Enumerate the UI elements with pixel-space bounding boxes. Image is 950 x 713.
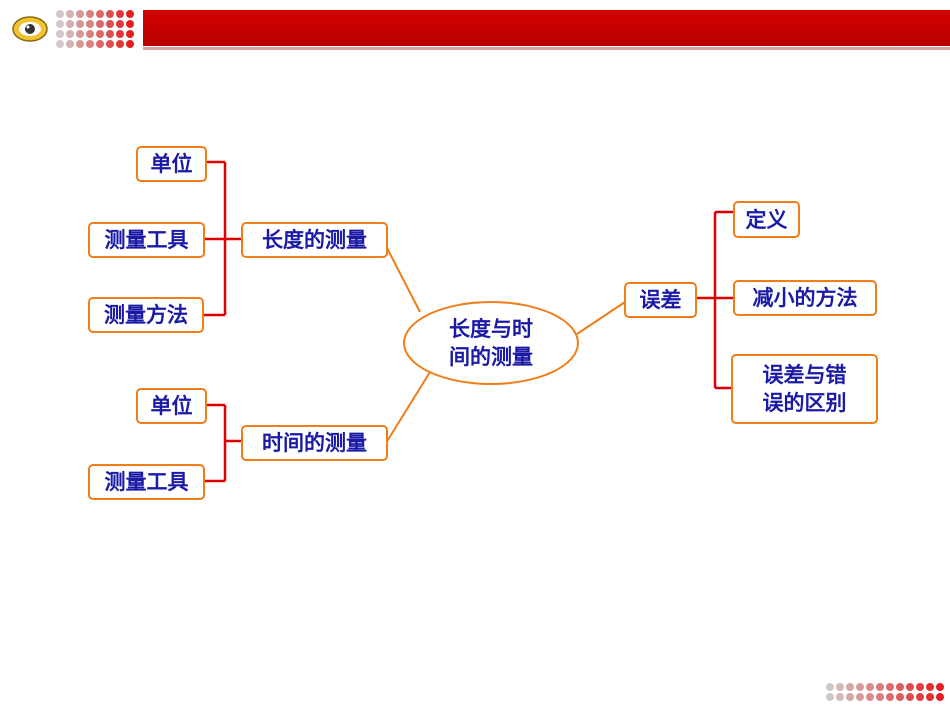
- decorative-dot: [826, 683, 834, 691]
- decorative-dot: [856, 683, 864, 691]
- time-bracket: [205, 403, 241, 483]
- center-topic-node: 长度与时间的测量: [403, 301, 579, 385]
- decorative-dot: [886, 693, 894, 701]
- decorative-dot: [96, 40, 104, 48]
- decorative-dot: [126, 30, 134, 38]
- leaf-node-error-reduce: 减小的方法: [733, 280, 877, 316]
- decorative-dot: [76, 40, 84, 48]
- leaf-label: 定义: [745, 207, 788, 232]
- decorative-dot: [106, 10, 114, 18]
- header-bar: [143, 10, 950, 46]
- leaf-node-time-unit: 单位: [136, 388, 207, 424]
- leaf-label: 减小的方法: [752, 286, 858, 310]
- leaf-label: 误差与错误的区别: [762, 363, 847, 415]
- decorative-dot: [856, 693, 864, 701]
- leaf-node-error-difference: 误差与错误的区别: [731, 354, 878, 424]
- leaf-label: 单位: [150, 152, 193, 176]
- header-underline: [143, 47, 950, 50]
- branch-label-time: 时间的测量: [262, 431, 367, 455]
- decorative-dot: [126, 10, 134, 18]
- decorative-dot: [56, 10, 64, 18]
- decorative-dot: [906, 693, 914, 701]
- leaf-node-length-method: 测量方法: [88, 297, 204, 333]
- leaf-node-length-unit: 单位: [136, 146, 207, 182]
- center-topic-label: 长度与时间的测量: [449, 317, 533, 369]
- decorative-dot: [66, 20, 74, 28]
- decorative-dot: [866, 683, 874, 691]
- decorative-dot: [56, 20, 64, 28]
- error-bracket: [697, 210, 733, 390]
- decorative-dot: [56, 30, 64, 38]
- decorative-dot: [926, 693, 934, 701]
- decorative-dot: [916, 693, 924, 701]
- branch-node-length: 长度的测量: [241, 222, 388, 258]
- decorative-dot: [86, 30, 94, 38]
- decorative-dot: [126, 20, 134, 28]
- decorative-dot: [846, 683, 854, 691]
- decorative-dot: [846, 693, 854, 701]
- decorative-dot: [116, 30, 124, 38]
- eye-emblem-icon: [12, 16, 48, 42]
- decorative-dot: [926, 683, 934, 691]
- decorative-dot: [896, 683, 904, 691]
- decorative-dot: [126, 40, 134, 48]
- branch-node-error: 误差: [624, 282, 697, 318]
- decorative-dot: [936, 693, 944, 701]
- branch-node-time: 时间的测量: [241, 425, 388, 461]
- leaf-node-length-tool: 测量工具: [88, 222, 205, 258]
- decorative-dot: [106, 30, 114, 38]
- decorative-dot: [886, 683, 894, 691]
- decorative-dot: [116, 10, 124, 18]
- decorative-dot: [876, 693, 884, 701]
- decorative-dot: [96, 10, 104, 18]
- decorative-dot: [906, 683, 914, 691]
- leaf-label: 测量方法: [104, 303, 188, 327]
- leaf-label: 单位: [150, 394, 193, 418]
- decorative-dot: [876, 683, 884, 691]
- decorative-dot: [916, 683, 924, 691]
- decorative-dot: [76, 30, 84, 38]
- decorative-dot: [106, 40, 114, 48]
- decorative-dot: [76, 10, 84, 18]
- decorative-dot: [66, 40, 74, 48]
- decorative-dot: [866, 693, 874, 701]
- branch-label-error: 误差: [639, 288, 682, 312]
- branch-label-length: 长度的测量: [262, 228, 367, 252]
- decorative-dot: [826, 693, 834, 701]
- leaf-label: 测量工具: [104, 228, 189, 252]
- footer-dot-pattern: [826, 683, 946, 703]
- decorative-dot: [66, 10, 74, 18]
- leaf-node-error-definition: 定义: [733, 201, 800, 238]
- decorative-dot: [76, 20, 84, 28]
- decorative-dot: [116, 40, 124, 48]
- decorative-dot: [116, 20, 124, 28]
- decorative-dot: [86, 40, 94, 48]
- header-dot-pattern: [56, 10, 136, 50]
- decorative-dot: [86, 10, 94, 18]
- decorative-dot: [836, 683, 844, 691]
- decorative-dot: [56, 40, 64, 48]
- leaf-label: 测量工具: [104, 470, 189, 494]
- decorative-dot: [936, 683, 944, 691]
- decorative-dot: [86, 20, 94, 28]
- center-connectors: [385, 245, 626, 444]
- leaf-node-time-tool: 测量工具: [88, 464, 205, 500]
- decorative-dot: [66, 30, 74, 38]
- decorative-dot: [96, 30, 104, 38]
- decorative-dot: [106, 20, 114, 28]
- decorative-dot: [836, 693, 844, 701]
- length-bracket: [204, 160, 241, 317]
- decorative-dot: [896, 693, 904, 701]
- decorative-dot: [96, 20, 104, 28]
